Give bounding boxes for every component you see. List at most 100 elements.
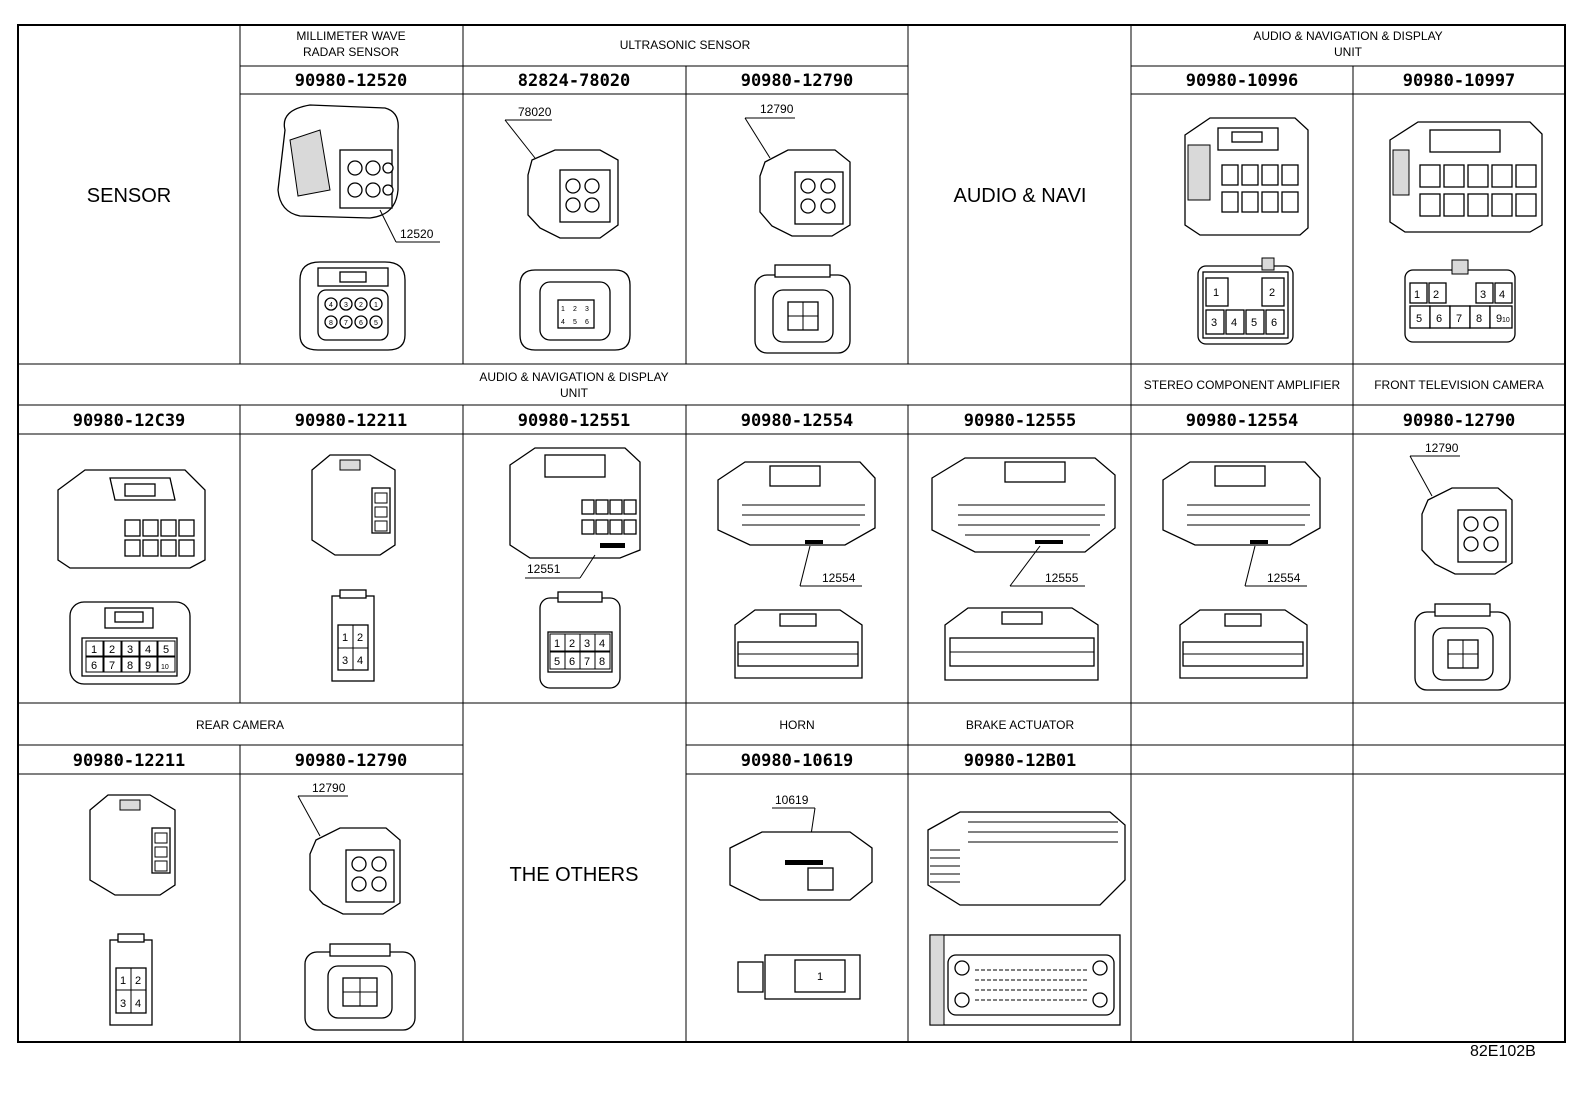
pin-label: 2 xyxy=(109,644,115,656)
pin-label: 4 xyxy=(1499,289,1505,301)
pin-label: 8 xyxy=(329,320,333,327)
pin-rows xyxy=(975,969,1088,1001)
pin-label: 4 xyxy=(357,655,363,667)
pin-label: 2 xyxy=(1433,289,1439,301)
pin-label: 2 xyxy=(357,632,363,644)
pin-label: 5 xyxy=(374,320,378,327)
pin-label: 4 xyxy=(1231,317,1237,329)
pin-label: 3 xyxy=(127,644,133,656)
pin-label: 1 xyxy=(1414,289,1420,301)
part-number: 90980-12B01 xyxy=(964,751,1077,771)
pin-label: 5 xyxy=(163,644,169,656)
pin-label: 2 xyxy=(569,638,575,650)
ultrasonic-pins: 1 2 3 4 5 6 xyxy=(561,306,589,326)
callout-label: 12790 xyxy=(312,781,346,795)
pin-label: 6 xyxy=(1436,313,1442,325)
part-number: 90980-12554 xyxy=(1186,411,1299,431)
side-fins xyxy=(930,849,960,883)
callout-label: 12555 xyxy=(1045,571,1079,585)
pins-12551: 1 2 3 4 5 6 7 8 xyxy=(549,633,611,670)
group-millimeter-line2: RADAR SENSOR xyxy=(303,45,399,59)
connector-drawing-12554-stereo: 12554 xyxy=(1162,461,1321,679)
pin-label: 2 xyxy=(573,306,577,313)
part-number: 90980-12790 xyxy=(295,751,408,771)
pin-label: 4 xyxy=(145,644,151,656)
pin-label: 4 xyxy=(135,998,141,1010)
group-audio-unit-line2: UNIT xyxy=(1334,45,1363,59)
pin-label: 2 xyxy=(135,975,141,987)
pins-12211-b: 1 2 3 4 xyxy=(120,975,141,1010)
pin-label: 1 xyxy=(554,638,560,650)
group-headings: SENSOR MILLIMETER WAVE RADAR SENSOR ULTR… xyxy=(87,29,1544,886)
pins-10997: 1 2 3 4 5 6 7 8 9 10 xyxy=(1414,289,1510,325)
callout-label: 12554 xyxy=(822,571,856,585)
pin-label: 4 xyxy=(599,638,605,650)
pin-label: 9 xyxy=(145,660,151,672)
pin-label: 5 xyxy=(1251,317,1257,329)
connector-drawing-12211-rear: 1 2 3 4 xyxy=(89,794,176,1026)
cavity-rows xyxy=(1187,504,1310,526)
grid-lines xyxy=(17,24,1566,1043)
callout-label: 12554 xyxy=(1267,571,1301,585)
group-brake: BRAKE ACTUATOR xyxy=(966,718,1075,732)
cavity-grid xyxy=(1419,164,1537,217)
group-front-tv: FRONT TELEVISION CAMERA xyxy=(1374,378,1544,392)
part-number: 90980-12555 xyxy=(964,411,1077,431)
connector-drawing-10996: 1 2 3 4 5 6 xyxy=(1184,117,1309,345)
group-horn: HORN xyxy=(779,718,814,732)
part-number: 90980-10996 xyxy=(1186,71,1299,91)
pins-12C39: 1 2 3 4 5 6 7 8 9 10 xyxy=(85,640,176,673)
radar-pins: 4 3 2 1 8 7 6 5 xyxy=(324,297,383,329)
pins-10996: 1 2 3 4 5 6 xyxy=(1211,287,1277,329)
pin-label: 1 xyxy=(374,302,378,309)
pin-label: 6 xyxy=(1271,317,1277,329)
group-audio-navi: AUDIO & NAVI xyxy=(954,185,1087,207)
pin-label: 7 xyxy=(344,320,348,327)
connector-drawing-12211: 1 2 3 4 xyxy=(311,454,396,682)
connector-drawing-12551: 12551 1 2 3 4 5 6 7 8 xyxy=(509,447,641,689)
callout-label: 12790 xyxy=(760,102,794,116)
pin-label: 8 xyxy=(1476,313,1482,325)
connector-drawing-10619: 10619 1 xyxy=(729,793,873,1000)
pins-12211-a: 1 2 3 4 xyxy=(342,632,363,667)
pin-label: 5 xyxy=(554,656,560,668)
group-the-others: THE OTHERS xyxy=(510,864,639,886)
pin-label: 3 xyxy=(344,302,348,309)
pin-label: 10 xyxy=(161,664,169,671)
pin-label: 3 xyxy=(584,638,590,650)
pin-label: 1 xyxy=(561,306,565,313)
callout-label: 12520 xyxy=(400,227,434,241)
pin-label: 8 xyxy=(599,656,605,668)
part-number: 90980-12790 xyxy=(741,71,854,91)
pin-label: 6 xyxy=(91,660,97,672)
cavity-rows xyxy=(958,504,1105,536)
connector-drawing-12520: 12520 4 3 2 1 8 7 6 5 xyxy=(277,104,440,351)
part-number: 90980-12C39 xyxy=(73,411,186,431)
callout-label: 12551 xyxy=(527,562,561,576)
group-stereo: STEREO COMPONENT AMPLIFIER xyxy=(1144,378,1341,392)
cavity-grid xyxy=(124,519,195,557)
group-audio-unit2-line2: UNIT xyxy=(560,386,589,400)
pin-label: 7 xyxy=(584,656,590,668)
pin-label: 2 xyxy=(1269,287,1275,299)
cavity-rows xyxy=(742,504,865,526)
part-number: 90980-12554 xyxy=(741,411,854,431)
group-rear-camera: REAR CAMERA xyxy=(196,718,284,732)
pin-label: 5 xyxy=(1416,313,1422,325)
pin-label: 3 xyxy=(1480,289,1486,301)
callout-label: 12790 xyxy=(1425,441,1459,455)
part-number: 90980-10619 xyxy=(741,751,854,771)
connector-drawing-12C39: 1 2 3 4 5 6 7 8 9 10 xyxy=(57,469,206,685)
pin-label: 6 xyxy=(569,656,575,668)
pin-label: 6 xyxy=(585,319,589,326)
cavity-grid xyxy=(581,499,637,535)
group-audio-unit-line1: AUDIO & NAVIGATION & DISPLAY xyxy=(1253,29,1442,43)
callout-label: 10619 xyxy=(775,793,809,807)
pin-label: 1 xyxy=(1213,287,1219,299)
part-number: 90980-12211 xyxy=(73,751,186,771)
part-number: 90980-10997 xyxy=(1403,71,1516,91)
connector-drawing-12790: 12790 xyxy=(744,102,851,354)
connector-drawing-12790-rear: 12790 xyxy=(297,781,416,1031)
group-millimeter-line1: MILLIMETER WAVE xyxy=(296,29,405,43)
